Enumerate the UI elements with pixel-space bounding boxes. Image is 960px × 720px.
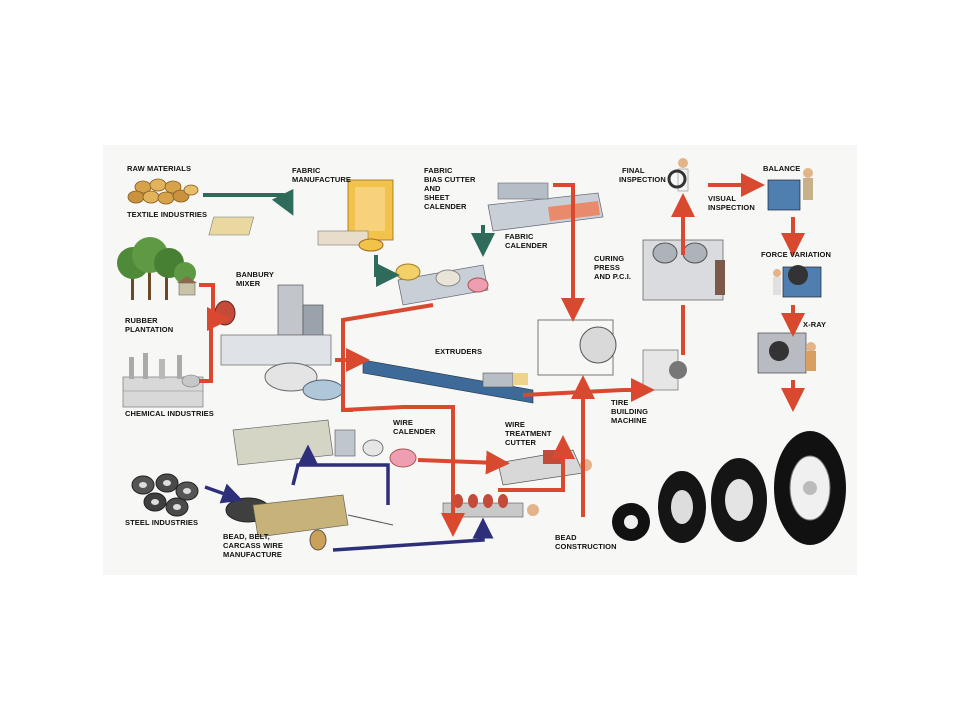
label-fabric-bias-1: FABRIC <box>424 166 453 175</box>
label-wire-treatment-1: WIRE <box>505 420 525 429</box>
label-fabric-bias-3: AND <box>424 184 441 193</box>
label-rubber-1: RUBBER <box>125 316 158 325</box>
process-diagram-canvas: RAW MATERIALS TEXTILE INDUSTRIES FABRIC … <box>103 145 857 575</box>
label-tire-building-2: BUILDING <box>611 407 649 416</box>
force-variation-machine <box>773 265 822 298</box>
label-wire-treatment-2: TREATMENT <box>505 429 552 438</box>
label-tire-building-3: MACHINE <box>611 416 647 425</box>
fabric-manufacture-machine <box>208 179 394 252</box>
label-steel-industries: STEEL INDUSTRIES <box>125 518 199 527</box>
label-fabric-bias-2: BIAS CUTTER <box>424 175 476 184</box>
label-bead-belt-1: BEAD, BELT, <box>223 532 270 541</box>
bead-belt-carcass-machine <box>225 494 394 551</box>
fabric-calender-machine <box>395 263 489 306</box>
bead-construction-machine <box>442 494 539 518</box>
label-wire-calender-1: WIRE <box>393 418 413 427</box>
label-wire-treatment-3: CUTTER <box>505 438 537 447</box>
rubber-plantation-illustration <box>117 237 197 300</box>
label-force-variation: FORCE VARIATION <box>761 250 831 259</box>
label-visual-inspection-1: VISUAL <box>708 194 737 203</box>
label-bead-belt-3: MANUFACTURE <box>223 550 283 559</box>
bias-cutter-machine <box>487 182 604 232</box>
label-xray: X-RAY <box>803 320 827 329</box>
label-tire-building-1: TIRE <box>611 398 629 407</box>
label-final-inspection-2: INSPECTION <box>619 175 666 184</box>
tire-building-machine <box>537 319 687 391</box>
label-banbury-1: BANBURY <box>236 270 274 279</box>
label-final-inspection-1: FINAL <box>622 166 645 175</box>
label-curing-1: CURING <box>594 254 625 263</box>
label-bead-belt-2: CARCASS WIRE <box>223 541 283 550</box>
label-fabric-calender-2: CALENDER <box>505 241 548 250</box>
wire-calender-machine <box>232 419 417 468</box>
label-fabric-manufacture-1: FABRIC <box>292 166 321 175</box>
flow-diagram-svg <box>117 158 846 552</box>
xray-machine <box>757 332 816 374</box>
wire-treatment-machine <box>497 449 592 486</box>
label-fabric-calender-1: FABRIC <box>505 232 534 241</box>
label-fabric-manufacture-2: MANUFACTURE <box>292 175 352 184</box>
red-flow-arrows <box>199 173 805 537</box>
label-chemical-industries: CHEMICAL INDUSTRIES <box>125 409 214 418</box>
label-bead-construction-1: BEAD <box>555 533 577 542</box>
steel-coils-illustration <box>131 473 199 517</box>
label-fabric-bias-4: SHEET <box>424 193 450 202</box>
banbury-mixer-machine <box>214 284 344 401</box>
label-rubber-2: PLANTATION <box>125 325 174 334</box>
label-fabric-bias-5: CALENDER <box>424 202 467 211</box>
green-flow-arrows <box>203 188 495 287</box>
chemical-plant-illustration <box>122 353 204 408</box>
label-visual-inspection-2: INSPECTION <box>708 203 755 212</box>
label-curing-3: AND P.C.I. <box>594 272 632 281</box>
balance-machine <box>767 168 813 211</box>
label-raw-materials: RAW MATERIALS <box>127 164 192 173</box>
navy-flow-arrows <box>204 444 494 552</box>
label-extruders: EXTRUDERS <box>435 347 483 356</box>
finished-tires-illustration <box>612 431 846 545</box>
label-textile-industries: TEXTILE INDUSTRIES <box>127 210 208 219</box>
label-bead-construction-2: CONSTRUCTION <box>555 542 617 551</box>
final-inspection-figure <box>667 158 689 192</box>
extruder-line <box>362 359 534 404</box>
label-balance: BALANCE <box>763 164 801 173</box>
label-banbury-2: MIXER <box>236 279 261 288</box>
textile-spools-illustration <box>127 178 199 205</box>
label-wire-calender-2: CALENDER <box>393 427 436 436</box>
label-curing-2: PRESS <box>594 263 620 272</box>
